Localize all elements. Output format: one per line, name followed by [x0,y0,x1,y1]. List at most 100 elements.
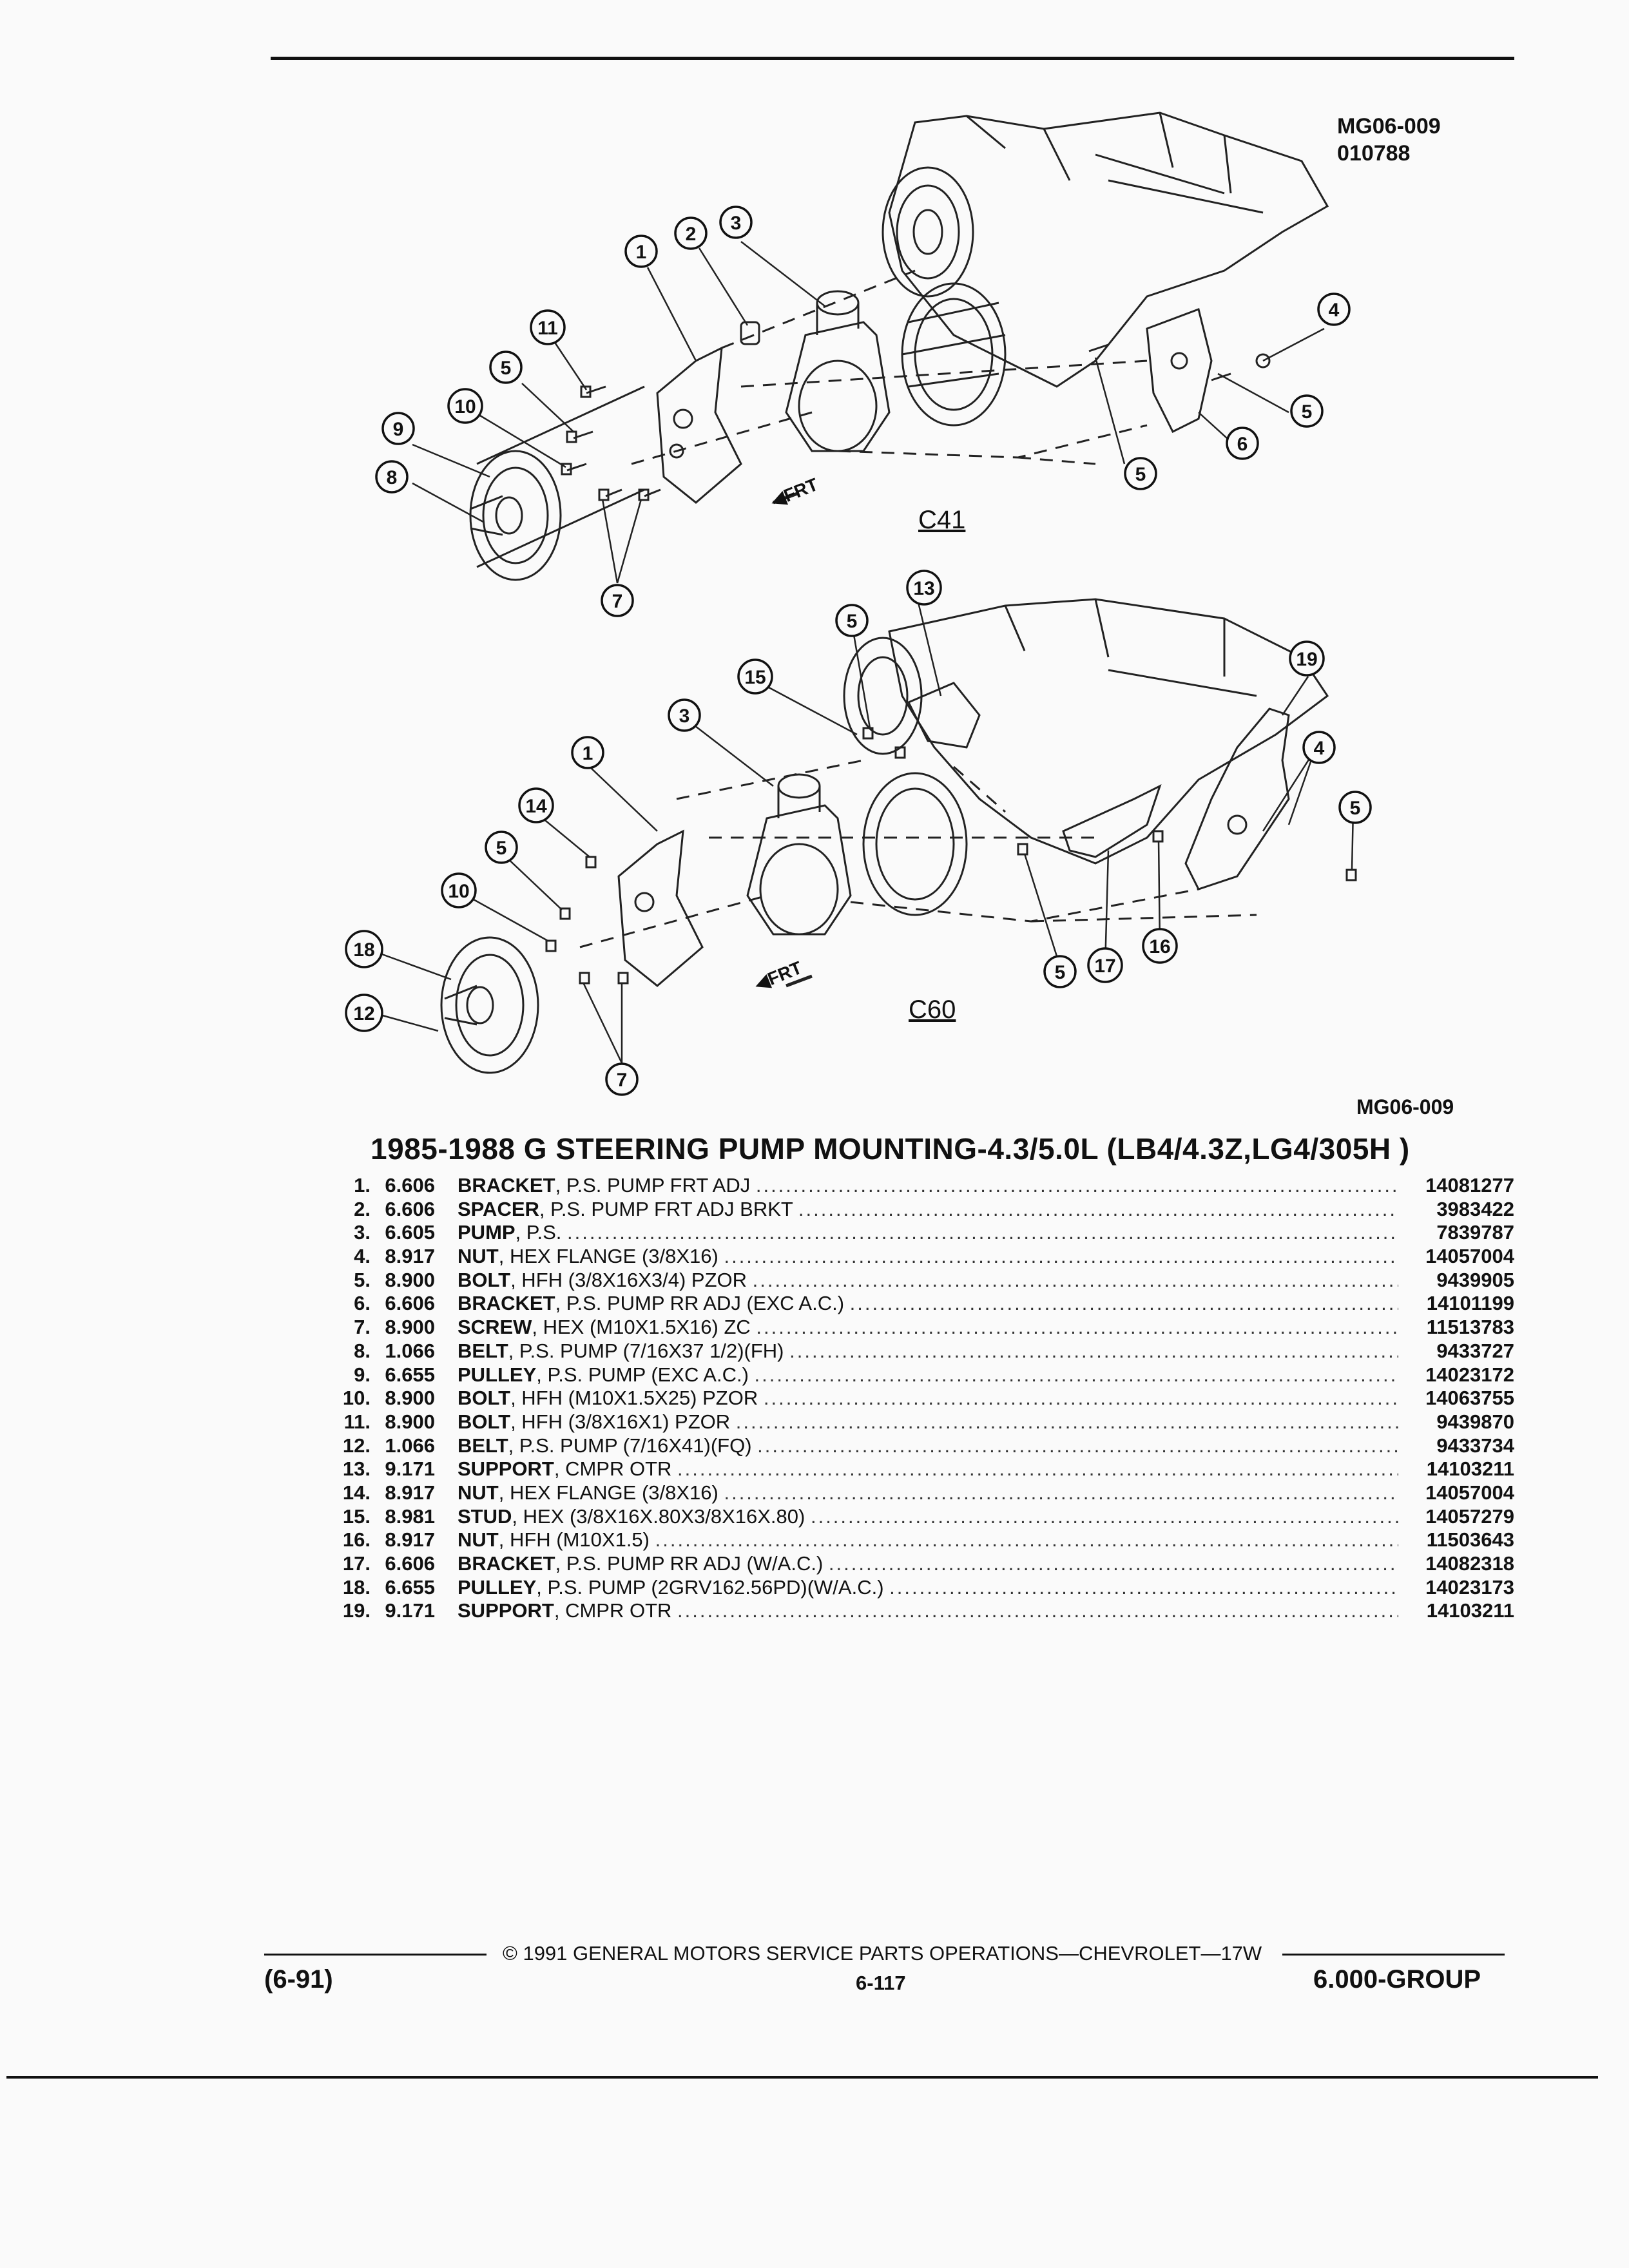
part-description: PULLEY, P.S. PUMP (2GRV162.56PD)(W/A.C.)… [458,1576,1398,1600]
leader-dots: ........................................… [828,1552,1398,1575]
callout-5: 5 [1290,394,1324,428]
item-number: 15. [342,1504,371,1528]
leader-dots: ........................................… [889,1575,1398,1599]
callout-14: 14 [518,787,554,823]
leader-dots: ........................................… [677,1599,1398,1622]
item-number: 7. [354,1316,371,1339]
part-detail: , P.S. PUMP FRT ADJ BRKT [539,1197,793,1220]
group-number: 8.900 [385,1268,435,1291]
leader-dots: ........................................… [755,1174,1398,1196]
callout-15: 15 [737,658,773,695]
svg-text:4: 4 [1314,738,1325,759]
part-name: BRACKET [458,1552,555,1575]
item-number: 16. [342,1528,371,1552]
leader-dots: ........................................… [567,1221,1398,1244]
part-number: 11513783 [1426,1316,1514,1339]
callout-3: 3 [668,698,701,732]
caption-code: MG06-009 [1356,1095,1454,1119]
part-detail: , CMPR OTR [554,1457,672,1481]
svg-text:9: 9 [393,419,404,440]
part-description: BRACKET, P.S. PUMP RR ADJ (EXC A.C.) ...… [458,1292,1398,1316]
leader-dots: ........................................… [763,1387,1398,1410]
callout-2: 2 [674,216,708,250]
part-number: 14082318 [1425,1552,1514,1575]
item-number: 1. [354,1174,371,1196]
part-name: PUMP [458,1221,516,1244]
callout-7: 7 [605,1062,639,1096]
part-name: BRACKET [458,1174,555,1196]
callout-16: 16 [1142,928,1178,964]
bottom-rule [6,2076,1598,2079]
part-detail: , HFH (3/8X16X3/4) PZOR [510,1268,747,1291]
callout-5: 5 [1124,457,1157,490]
part-number: 14081277 [1425,1174,1514,1196]
callout-5: 5 [1043,955,1077,988]
leader-dots: ........................................… [735,1410,1398,1433]
upper-view-label: C41 [918,506,966,534]
item-number: 2. [354,1197,371,1220]
part-name: NUT [458,1245,499,1268]
part-description: PULLEY, P.S. PUMP (EXC A.C.) ...........… [458,1363,1398,1387]
part-detail: , HEX (M10X1.5X16) ZC [532,1316,751,1339]
svg-text:11: 11 [537,318,558,339]
svg-text:5: 5 [1055,962,1066,983]
part-description: BELT, P.S. PUMP (7/16X37 1/2)(FH) ......… [458,1340,1398,1363]
item-number: 19. [342,1599,371,1622]
part-row: 7. 8.900 SCREW, HEX (M10X1.5X16) ZC ......… [325,1316,1514,1340]
item-number: 18. [342,1575,371,1599]
group-number: 6.606 [385,1552,435,1575]
svg-text:5: 5 [496,838,507,859]
svg-text:13: 13 [913,578,934,599]
leader-dots: ........................................… [756,1316,1398,1339]
svg-text:5: 5 [1350,798,1361,819]
part-number: 7839787 [1436,1221,1514,1244]
callout-18: 18 [345,930,383,968]
item-number: 14. [342,1481,371,1504]
part-row: 15. 8.981 STUD, HEX (3/8X16X.80X3/8X16X.80… [325,1505,1514,1529]
part-number: 14023173 [1425,1575,1514,1599]
part-detail: , HFH (3/8X16X1) PZOR [510,1410,731,1433]
leader-dots: ........................................… [798,1197,1398,1220]
svg-text:5: 5 [501,358,512,379]
part-description: SUPPORT, CMPR OTR ......................… [458,1599,1398,1623]
part-number: 14023172 [1425,1363,1514,1386]
callout-10: 10 [447,388,483,424]
svg-text:5: 5 [847,611,858,632]
part-detail: , P.S. PUMP (7/16X41)(FQ) [508,1434,752,1457]
item-number: 5. [354,1268,371,1291]
copyright-text: © 1991 GENERAL MOTORS SERVICE PARTS OPER… [503,1942,1262,1965]
part-description: STUD, HEX (3/8X16X.80X3/8X16X.80) ......… [458,1505,1398,1529]
svg-text:14: 14 [525,796,547,817]
part-number: 11503643 [1426,1528,1514,1552]
part-detail: , P.S. PUMP (EXC A.C.) [536,1363,749,1386]
svg-text:3: 3 [679,706,690,727]
group-number: 6.655 [385,1575,435,1599]
svg-text:18: 18 [353,939,374,961]
part-description: BOLT, HFH (3/8X16X1) PZOR ..............… [458,1410,1398,1434]
callout-19: 19 [1289,640,1325,677]
group-number: 8.900 [385,1316,435,1339]
part-detail: , HEX FLANGE (3/8X16) [498,1481,718,1504]
item-number: 12. [342,1434,371,1457]
part-description: BRACKET, P.S. PUMP RR ADJ (W/A.C.) .....… [458,1552,1398,1576]
callout-12: 12 [345,994,383,1032]
item-number: 13. [342,1457,371,1481]
part-name: SPACER [458,1197,539,1220]
svg-text:4: 4 [1329,300,1340,321]
svg-text:2: 2 [686,224,697,245]
group-number: 8.981 [385,1504,435,1528]
part-number: 14103211 [1426,1457,1514,1481]
leader-dots: ........................................… [810,1504,1398,1528]
part-description: SCREW, HEX (M10X1.5X16) ZC .............… [458,1316,1398,1340]
group-label: 6.000-GROUP [1313,1965,1481,1994]
part-description: NUT, HEX FLANGE (3/8X16) ...............… [458,1481,1398,1505]
part-number: 14057004 [1425,1481,1514,1504]
